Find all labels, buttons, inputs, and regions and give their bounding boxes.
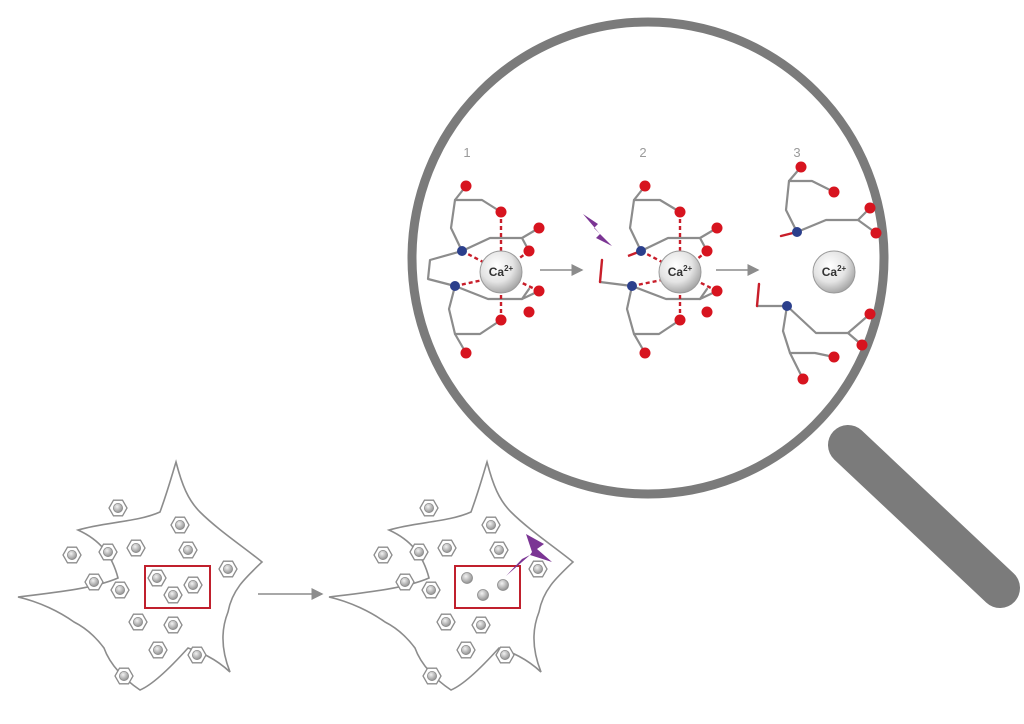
- oxygen-atom: [523, 306, 535, 318]
- calcium-ion-icon: [497, 579, 509, 591]
- oxygen-atom: [870, 227, 882, 239]
- oxygen-atom: [795, 161, 807, 173]
- hexagon-cage-icon: [170, 516, 190, 534]
- hexagon-cage-icon: [422, 667, 442, 685]
- magnifier-lens: [407, 17, 889, 499]
- nitrogen-atom: [450, 281, 460, 291]
- oxygen-atom: [864, 308, 876, 320]
- oxygen-atom: [828, 186, 840, 198]
- oxygen-atom: [495, 314, 507, 326]
- hexagon-cage-icon: [183, 576, 203, 594]
- svg-text:Ca2+: Ca2+: [668, 264, 693, 279]
- hexagon-cage-icon: [110, 581, 130, 599]
- oxygen-atom: [864, 202, 876, 214]
- lightning-bolt-icon: [506, 534, 552, 576]
- svg-text:Ca2+: Ca2+: [822, 264, 847, 279]
- step-label-2: 2: [639, 145, 646, 160]
- nitrogen-atom: [636, 246, 646, 256]
- oxygen-atom: [639, 180, 651, 192]
- highlight-box: [144, 565, 211, 609]
- hexagon-cage-icon: [62, 546, 82, 564]
- oxygen-atom: [639, 347, 651, 359]
- oxygen-atom: [533, 222, 545, 234]
- hexagon-cage-icon: [489, 541, 509, 559]
- chelator-molecule-caged: Ca2+: [426, 180, 545, 359]
- hexagon-cage-icon: [419, 499, 439, 517]
- hexagon-cage-icon: [128, 613, 148, 631]
- oxygen-atom: [523, 245, 535, 257]
- nitrogen-atom: [782, 301, 792, 311]
- oxygen-atom: [460, 180, 472, 192]
- calcium-ion: Ca2+: [479, 250, 523, 294]
- hexagon-cage-icon: [148, 641, 168, 659]
- oxygen-atom: [495, 206, 507, 218]
- cell-outline: [328, 459, 575, 691]
- hexagon-cage-icon: [495, 646, 515, 664]
- hexagon-cage-icon: [471, 616, 491, 634]
- calcium-ion-icon: [461, 572, 473, 584]
- oxygen-atom: [674, 206, 686, 218]
- oxygen-atom: [701, 306, 713, 318]
- oxygen-atom: [828, 351, 840, 363]
- hexagon-cage-icon: [409, 543, 429, 561]
- oxygen-atom: [674, 314, 686, 326]
- hexagon-cage-icon: [373, 546, 393, 564]
- hexagon-cage-icon: [178, 541, 198, 559]
- caged-compound-group: [62, 499, 238, 685]
- svg-text:Ca2+: Ca2+: [489, 264, 514, 279]
- nitrogen-atom: [792, 227, 802, 237]
- hexagon-cage-icon: [437, 539, 457, 557]
- hexagon-cage-icon: [163, 586, 183, 604]
- oxygen-atom: [701, 245, 713, 257]
- oxygen-atom: [856, 339, 868, 351]
- nitrogen-atom: [627, 281, 637, 291]
- oxygen-atom: [711, 285, 723, 297]
- calcium-ion-free: Ca2+: [812, 250, 856, 294]
- highlight-box: [454, 565, 521, 609]
- chelator-molecule-photolysis: Ca2+: [598, 180, 723, 359]
- hexagon-cage-icon: [114, 667, 134, 685]
- cell-outline: [17, 459, 264, 691]
- hexagon-cage-icon: [528, 560, 548, 578]
- lightning-bolt-icon: [583, 214, 612, 246]
- hexagon-cage-icon: [436, 613, 456, 631]
- oxygen-atom: [711, 222, 723, 234]
- oxygen-atom: [797, 373, 809, 385]
- nitrogen-atom: [457, 246, 467, 256]
- hexagon-cage-icon: [218, 560, 238, 578]
- step-label-1: 1: [463, 145, 470, 160]
- hexagon-cage-icon: [456, 641, 476, 659]
- hexagon-cage-icon: [481, 516, 501, 534]
- caged-compound-group: [373, 499, 548, 685]
- calcium-ion: Ca2+: [658, 250, 702, 294]
- hexagon-cage-icon: [98, 543, 118, 561]
- cell-before-photolysis: [17, 459, 264, 691]
- cell-after-photolysis: [328, 459, 575, 691]
- hexagon-cage-icon: [108, 499, 128, 517]
- calcium-ion-icon: [477, 589, 489, 601]
- hexagon-cage-icon: [395, 573, 415, 591]
- chelator-fragments-released: Ca2+: [755, 161, 882, 385]
- oxygen-atom: [460, 347, 472, 359]
- hexagon-cage-icon: [187, 646, 207, 664]
- released-ion-group: [461, 572, 509, 601]
- hexagon-cage-icon: [84, 573, 104, 591]
- hexagon-cage-icon: [421, 581, 441, 599]
- hexagon-cage-icon: [126, 539, 146, 557]
- hexagon-cage-icon: [163, 616, 183, 634]
- hexagon-cage-icon: [147, 569, 167, 587]
- step-label-3: 3: [793, 145, 800, 160]
- oxygen-atom: [533, 285, 545, 297]
- magnifier-handle: [828, 425, 1020, 608]
